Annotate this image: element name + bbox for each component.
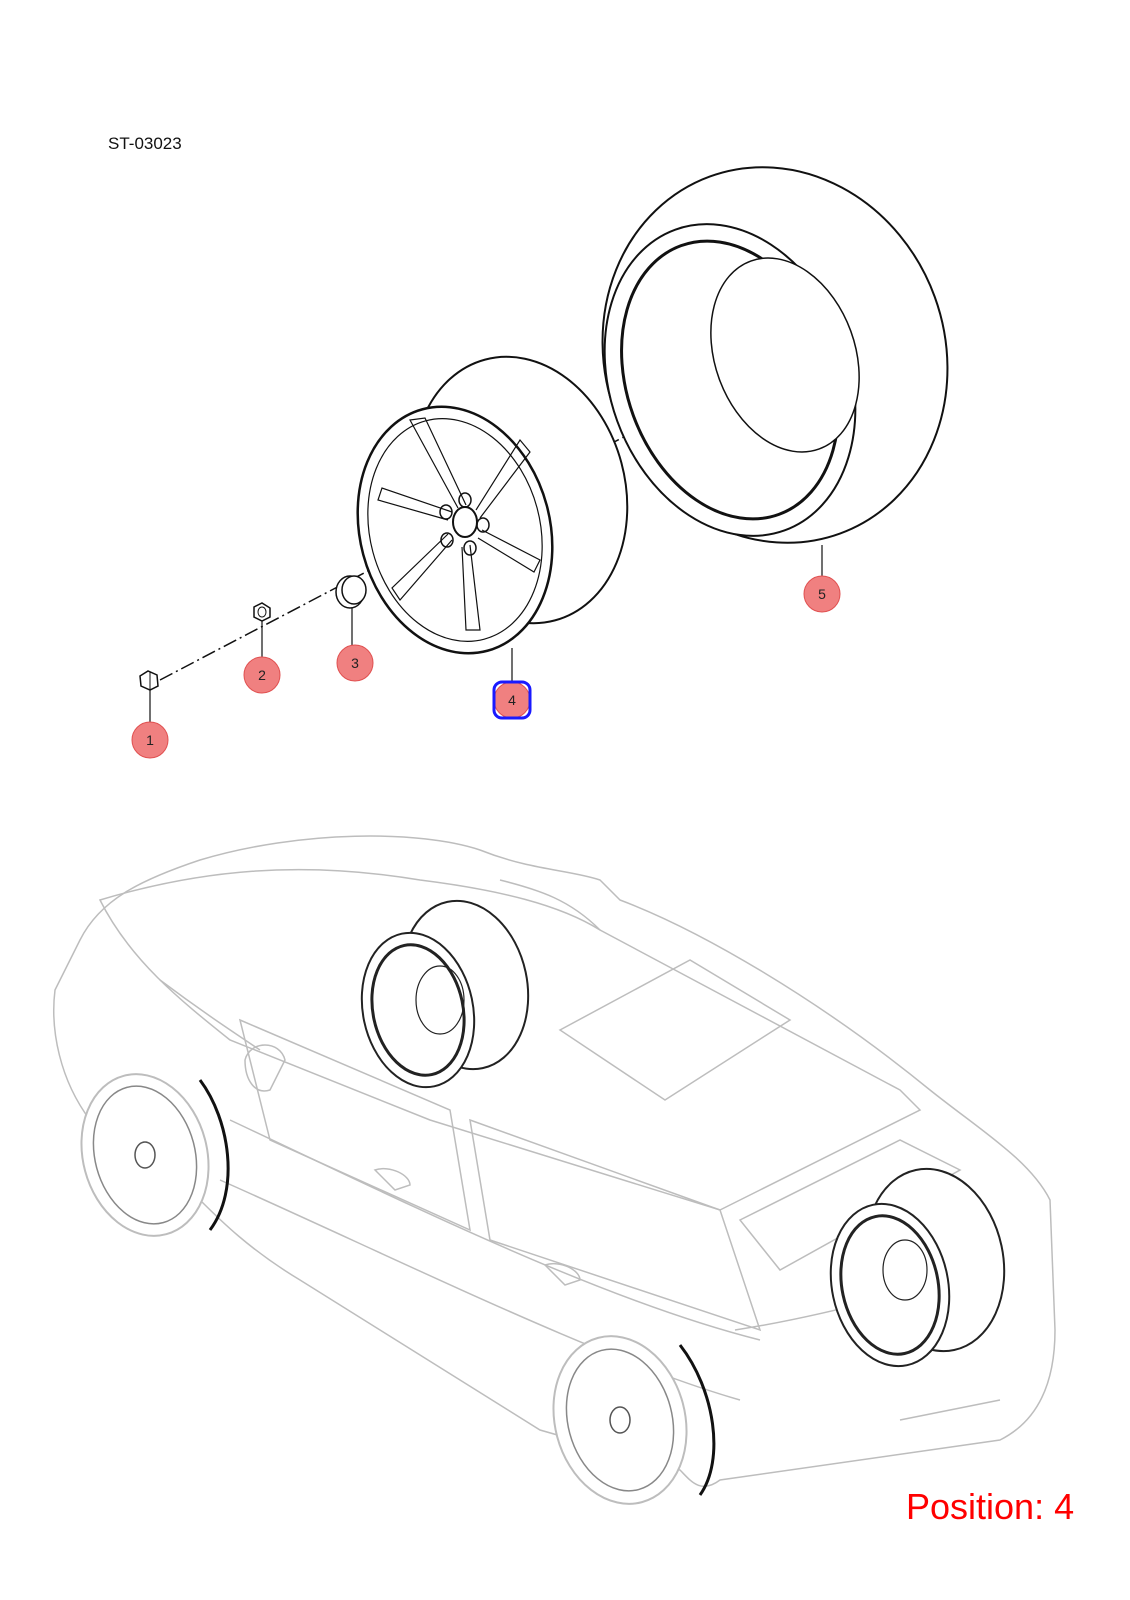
callout-5-label: 5 [818,586,826,602]
callout-1-label: 1 [146,732,154,748]
car-body-outline [53,835,1056,1487]
lug-nut-drawing[interactable] [253,602,271,622]
drawing-code: ST-03023 [108,134,182,153]
center-cap-drawing[interactable] [335,575,367,609]
callout-5[interactable]: 5 [803,575,841,613]
selection-highlight [492,680,532,720]
callout-3[interactable]: 3 [336,644,374,682]
callout-2[interactable]: 2 [243,656,281,694]
front-right-wheel-highlighted [360,899,530,1089]
axis-line [159,375,741,681]
exploded-parts [139,118,999,722]
bolt-drawing[interactable] [139,670,159,691]
leader-lines [149,545,823,722]
tyre-drawing[interactable] [550,118,999,591]
callout-2-label: 2 [258,667,266,683]
position-indicator: Position: 4 [906,1486,1075,1527]
car-wheels [80,899,1006,1505]
front-left-wheel [80,1073,230,1237]
callouts: 1 2 3 4 5 [131,575,841,759]
callout-4-label: 4 [508,692,516,708]
rear-left-wheel [552,1335,716,1505]
callout-3-label: 3 [351,655,359,671]
rim-drawing[interactable] [331,332,656,675]
callout-4[interactable]: 4 [492,680,532,720]
callout-1[interactable]: 1 [131,721,169,759]
rear-right-wheel-highlighted [829,1167,1006,1368]
